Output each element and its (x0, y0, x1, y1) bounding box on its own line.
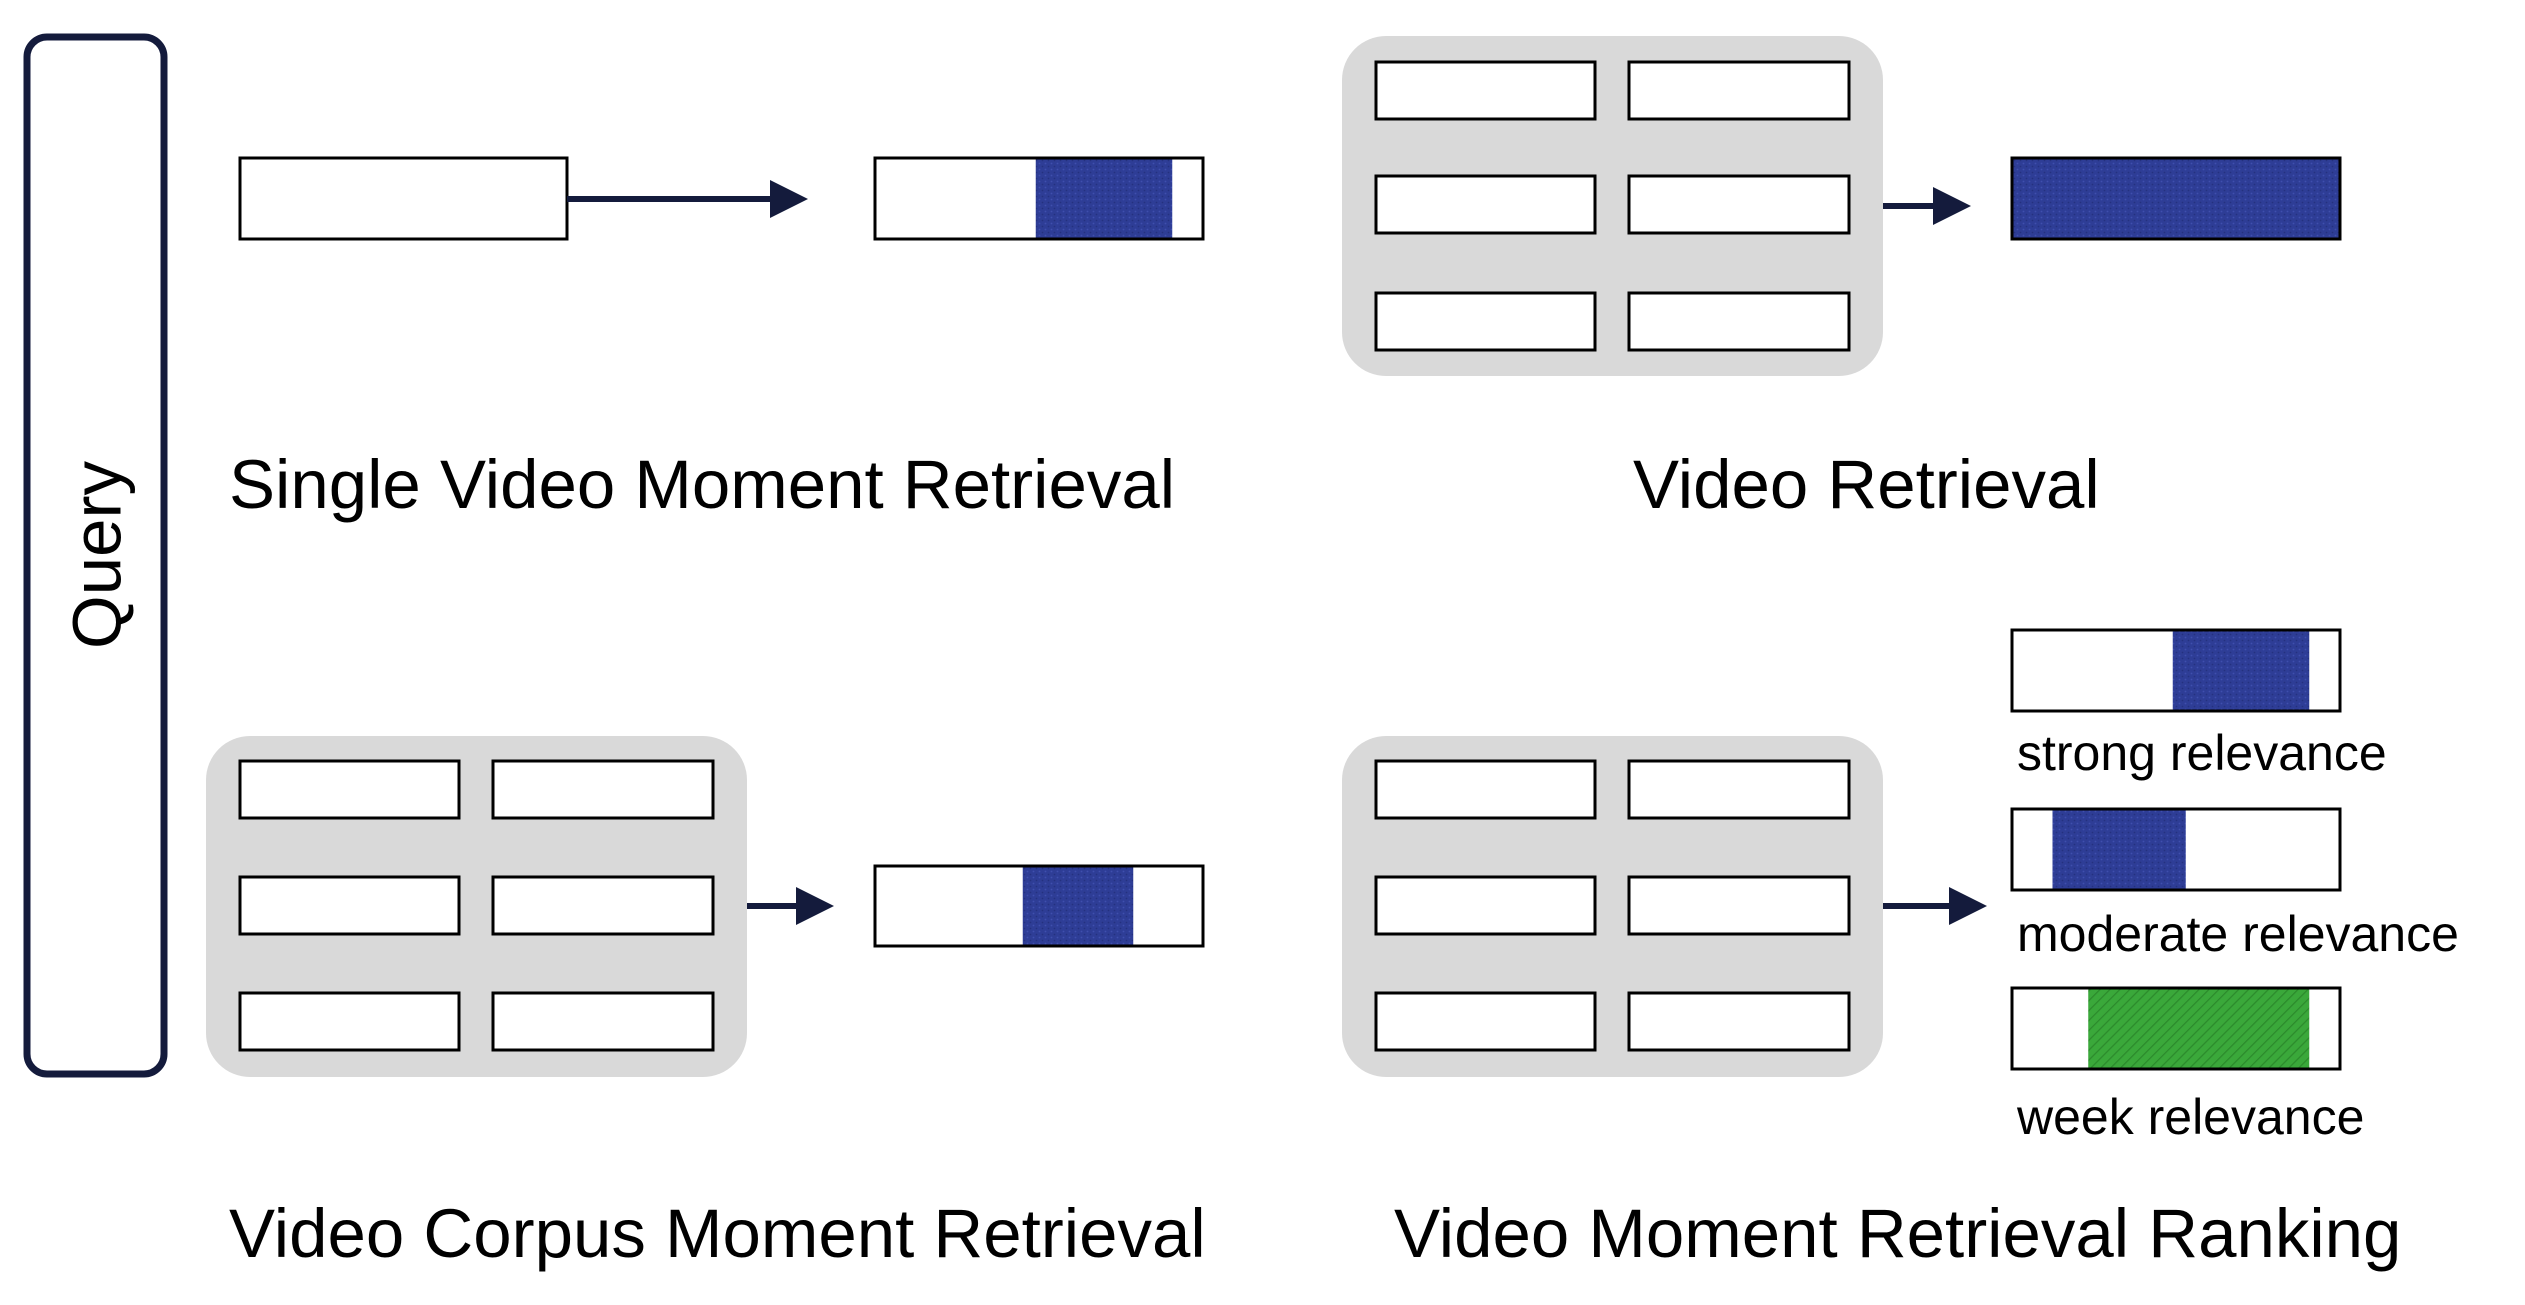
moment-segment (1035, 159, 1173, 238)
relevance-label: strong relevance (2017, 725, 2387, 781)
corpus-video-bars (1374, 60, 1851, 352)
moment-segment (2088, 989, 2310, 1068)
panel-video-moment-retrieval-ranking: strong relevance moderate relevance week… (1342, 628, 2459, 1272)
panel-title: Video Moment Retrieval Ranking (1394, 1195, 2401, 1272)
ranked-result-strong: strong relevance (2010, 628, 2387, 781)
relevance-label: week relevance (2016, 1089, 2364, 1145)
moment-segment (2052, 810, 2186, 889)
result-video-bar (873, 156, 1205, 241)
relevance-label: moderate relevance (2017, 906, 2459, 962)
moment-segment (2172, 631, 2310, 710)
panel-title: Single Video Moment Retrieval (229, 446, 1175, 523)
arrow-icon (1883, 887, 1987, 925)
corpus-video-bars (238, 759, 715, 1052)
panel-video-corpus-moment-retrieval: Video Corpus Moment Retrieval (206, 736, 1206, 1272)
ranked-result-week: week relevance (2010, 986, 2364, 1145)
query-box: Query (23, 33, 168, 1078)
result-video-bar (873, 864, 1205, 948)
panel-video-retrieval: Video Retrieval (1342, 36, 2342, 523)
panel-single-video-moment-retrieval: Single Video Moment Retrieval (229, 156, 1205, 523)
video-corpus (1342, 36, 1883, 376)
input-video-bar (238, 156, 569, 241)
query-label: Query (59, 461, 136, 649)
panel-title: Video Corpus Moment Retrieval (229, 1195, 1206, 1272)
arrow-icon (747, 887, 834, 925)
arrow-icon (1883, 187, 1971, 225)
arrow-icon (567, 180, 808, 218)
corpus-video-bars (1374, 759, 1851, 1052)
moment-segment (2013, 159, 2339, 238)
panel-title: Video Retrieval (1633, 446, 2100, 523)
moment-segment (1022, 867, 1134, 945)
result-video-bar (2010, 156, 2342, 241)
ranked-result-moderate: moderate relevance (2010, 807, 2459, 962)
